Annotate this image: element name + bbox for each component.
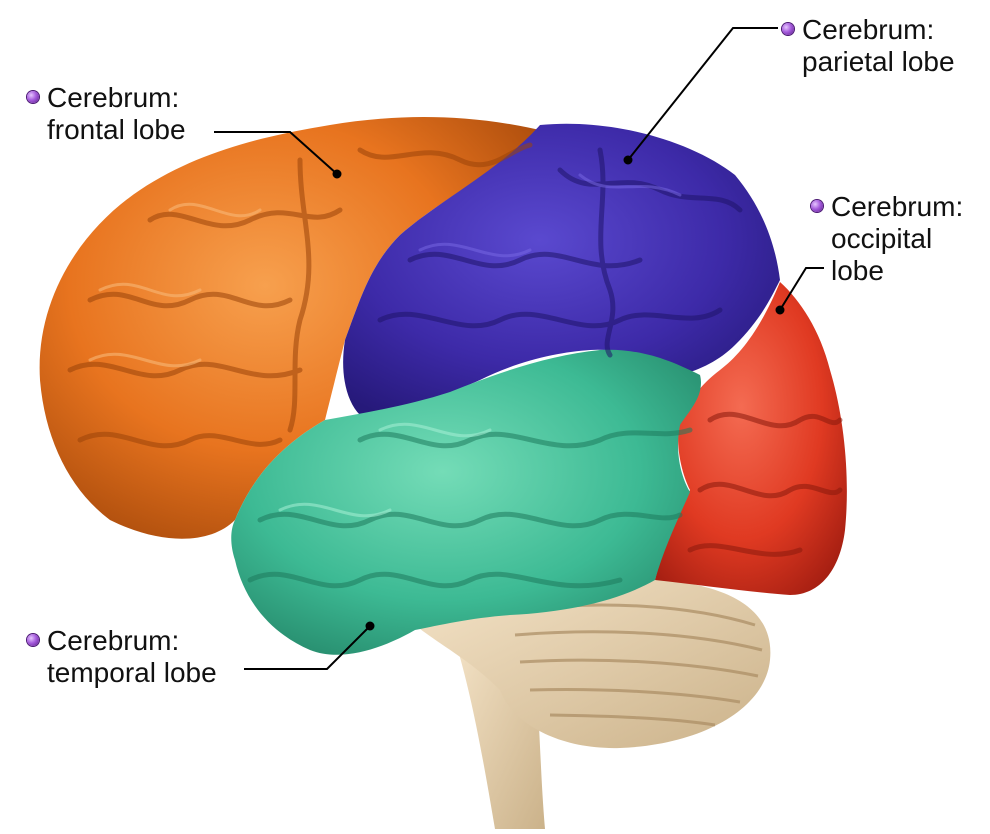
- parietal-lobe-label: Cerebrum: parietal lobe: [802, 14, 955, 78]
- frontal-leader-dot: [332, 169, 342, 179]
- temporal-lobe-label-line1: Cerebrum:: [47, 625, 180, 656]
- gyri-texture: [67, 142, 843, 589]
- occipital-lobe-label-line1: Cerebrum:: [831, 191, 964, 222]
- frontal-lobe-shape: [39, 116, 540, 539]
- occipital-lobe-shape: [655, 282, 847, 595]
- purple-dot-bullet-icon: [811, 200, 823, 212]
- parietal-lobe-label-line2: parietal lobe: [802, 46, 955, 77]
- parietal-lobe-label-line1: Cerebrum:: [802, 14, 935, 45]
- occipital-lobe-label: Cerebrum: occipital lobe: [831, 191, 963, 287]
- occipital-leader-dot: [775, 305, 785, 315]
- occipital-lobe-label-line3: lobe: [831, 255, 884, 286]
- parietal-leader-line: [627, 27, 778, 161]
- occipital-lobe-label-line2: occipital: [831, 223, 933, 254]
- frontal-lobe-label: Cerebrum: frontal lobe: [47, 82, 186, 146]
- occipital-leader-line: [779, 267, 824, 311]
- purple-dot-bullet-icon: [782, 23, 794, 35]
- temporal-leader-dot: [365, 621, 375, 631]
- temporal-lobe-label-line2: temporal lobe: [47, 657, 217, 688]
- frontal-lobe-label-line2: frontal lobe: [47, 114, 186, 145]
- parietal-leader-dot: [623, 155, 633, 165]
- cerebellum-shape: [415, 579, 771, 749]
- frontal-lobe-label-line1: Cerebrum:: [47, 82, 180, 113]
- temporal-lobe-shape: [231, 349, 701, 655]
- temporal-lobe-label: Cerebrum: temporal lobe: [47, 625, 217, 689]
- leader-lines: [214, 27, 824, 670]
- temporal-leader-line: [244, 625, 371, 670]
- leader-endpoints: [332, 155, 785, 631]
- purple-dot-bullet-icon: [27, 634, 39, 646]
- frontal-leader-line: [214, 131, 338, 175]
- purple-dot-bullet-icon: [27, 91, 39, 103]
